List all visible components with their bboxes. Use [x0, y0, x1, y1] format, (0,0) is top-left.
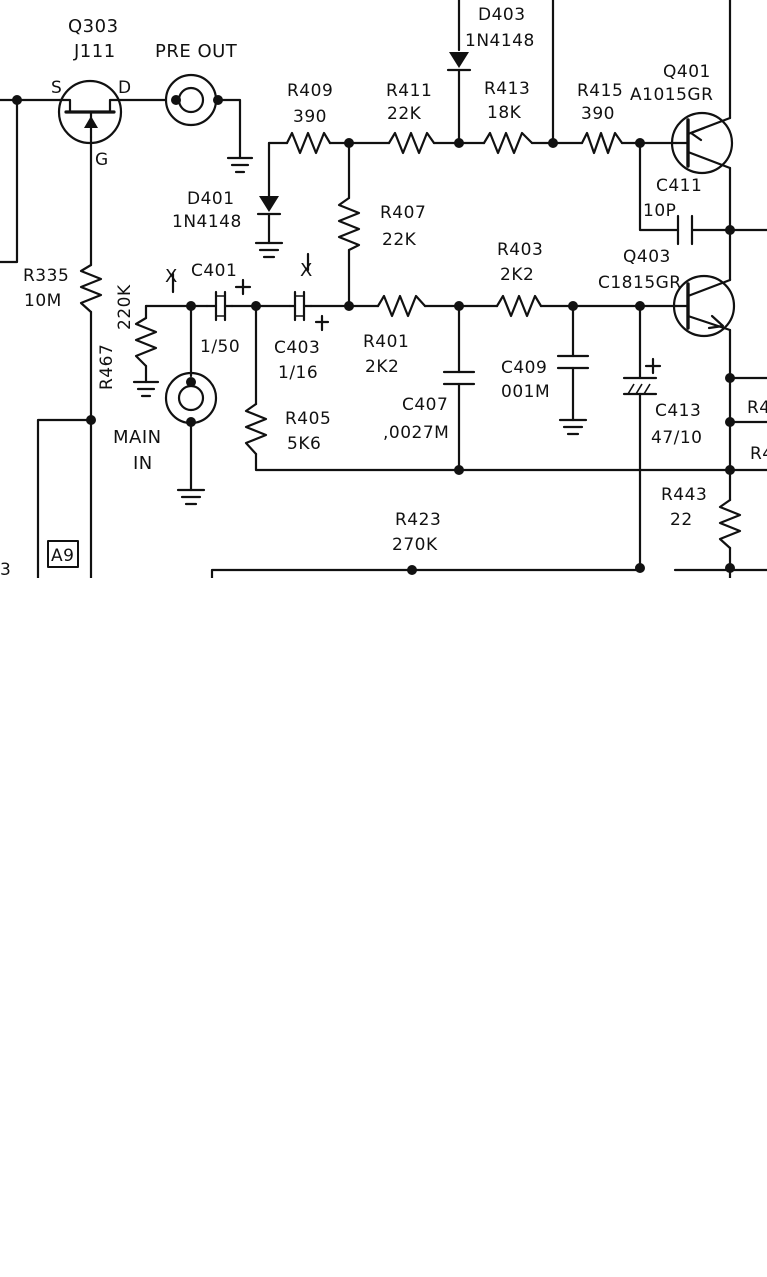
label-r443: R443	[661, 485, 707, 505]
label-q401-type: A1015GR	[630, 85, 713, 105]
label-r413: R413	[484, 79, 530, 99]
label-c407: C407	[402, 395, 448, 415]
label-c413-val: 47/10	[651, 428, 703, 448]
label-x-mark-2: X	[300, 260, 313, 281]
diodes	[256, 52, 472, 216]
label-d401: D401	[187, 189, 235, 209]
label-r403-val: 2K2	[500, 265, 534, 285]
label-c407-val: ,0027M	[383, 423, 449, 443]
label-d403-type: 1N4148	[465, 31, 535, 51]
label-r401: R401	[363, 332, 409, 352]
label-edge-r4-1: R4	[747, 398, 767, 418]
label-r413-val: 18K	[487, 103, 522, 123]
label-r335-val: 10M	[24, 291, 62, 311]
label-edge-r4-2: R4	[750, 444, 767, 464]
label-q303: Q303	[68, 16, 119, 37]
main-in-jack	[164, 371, 218, 425]
capacitors	[205, 214, 694, 396]
label-cut-3: 3	[0, 560, 11, 578]
schematic-region: Q303 J111 S D G PRE OUT D403 1N4148 Q401…	[0, 0, 767, 578]
label-c401-val: 1/50	[200, 337, 240, 357]
label-r409: R409	[287, 81, 333, 101]
label-r407-val: 22K	[382, 230, 417, 250]
label-r415: R415	[577, 81, 623, 101]
label-r405: R405	[285, 409, 331, 429]
test-point-marks	[171, 252, 310, 294]
label-r415-val: 390	[581, 104, 615, 124]
blank-page-area	[0, 578, 767, 1277]
label-d401-type: 1N4148	[172, 212, 242, 232]
junction-dots	[12, 95, 735, 575]
transistor-q403-symbol	[672, 274, 736, 338]
label-r405-val: 5K6	[287, 434, 321, 454]
a9-box	[47, 540, 79, 568]
label-c413: C413	[655, 401, 701, 421]
label-q303-d: D	[118, 78, 132, 98]
ground-symbols	[132, 156, 588, 506]
label-r409-val: 390	[293, 107, 327, 127]
label-q303-s: S	[51, 78, 62, 98]
label-q303-type: J111	[73, 41, 116, 62]
label-r411: R411	[386, 81, 432, 101]
label-q401: Q401	[663, 62, 711, 82]
label-main-in-2: IN	[133, 453, 153, 474]
label-c409-val: 001M	[501, 382, 550, 402]
label-r407: R407	[380, 203, 426, 223]
label-c401: C401	[191, 261, 237, 281]
label-r467: R467	[97, 344, 117, 390]
transistor-q401-symbol	[670, 111, 734, 175]
label-r335: R335	[23, 266, 69, 286]
resistors	[79, 131, 742, 550]
label-c403: C403	[274, 338, 320, 358]
label-r411-val: 22K	[387, 104, 422, 124]
label-q403-type: C1815GR	[598, 273, 682, 293]
label-main-in-1: MAIN	[113, 427, 162, 448]
label-c409: C409	[501, 358, 547, 378]
label-c411-val: 10P	[643, 201, 676, 221]
pre-out-jack	[164, 73, 218, 127]
label-r403: R403	[497, 240, 543, 260]
label-r467-val: 220K	[115, 284, 135, 330]
label-r401-val: 2K2	[365, 357, 399, 377]
label-r423-val: 270K	[392, 535, 438, 555]
text-labels: Q303 J111 S D G PRE OUT D403 1N4148 Q401…	[0, 5, 767, 578]
label-c411: C411	[656, 176, 702, 196]
circuit-schematic: Q303 J111 S D G PRE OUT D403 1N4148 Q401…	[0, 0, 767, 578]
label-r443-val: 22	[670, 510, 693, 530]
label-r423: R423	[395, 510, 441, 530]
label-c403-val: 1/16	[278, 363, 318, 383]
label-pre-out: PRE OUT	[155, 41, 238, 62]
label-d403: D403	[478, 5, 526, 25]
label-q303-g: G	[95, 150, 109, 170]
label-q403: Q403	[623, 247, 671, 267]
label-x-mark-1: X	[165, 266, 178, 287]
label-a9: A9	[51, 546, 74, 566]
transistor-q303-symbol	[57, 79, 123, 145]
